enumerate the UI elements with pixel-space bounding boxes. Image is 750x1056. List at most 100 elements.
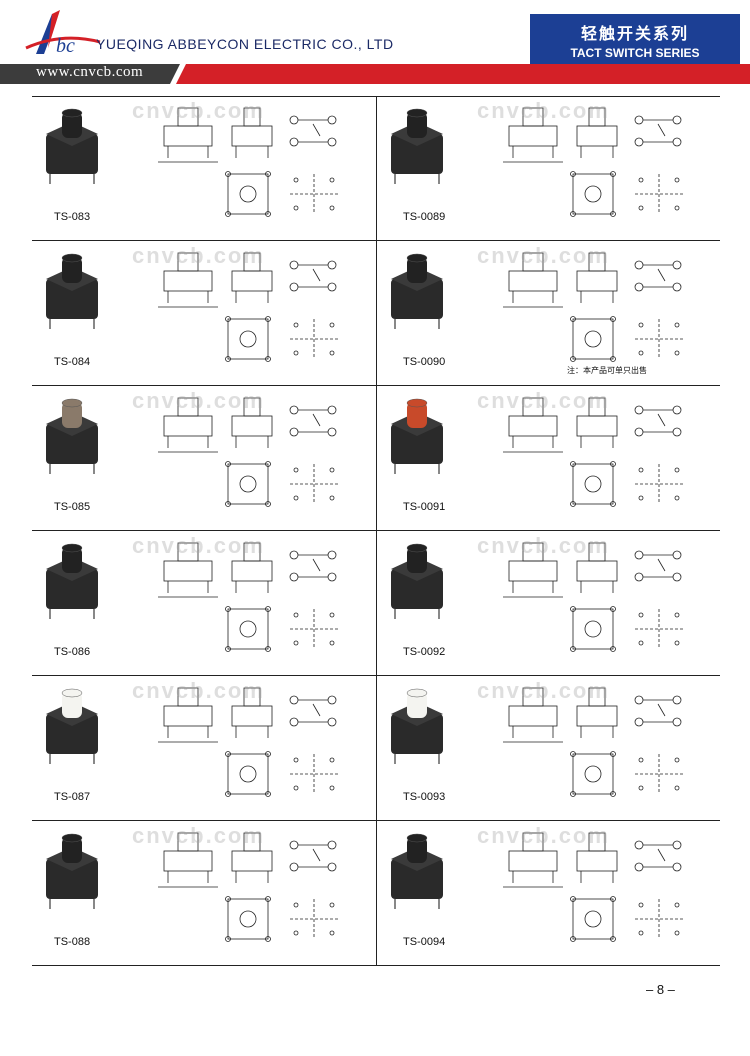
product-model-label: TS-0090 [403, 356, 446, 368]
switch-schematic [289, 840, 337, 872]
switch-photo [391, 688, 443, 764]
watermark: cnvcb.com [477, 98, 610, 123]
watermark: cnvcb.com [132, 98, 265, 123]
switch-schematic [289, 695, 337, 727]
side-view-drawing [503, 687, 618, 743]
side-view-drawing [503, 252, 618, 308]
switch-photo [46, 543, 98, 619]
watermark: cnvcb.com [132, 388, 265, 413]
page-header: bc YUEQING ABBEYCON ELECTRIC CO., LTD 轻触… [0, 0, 750, 88]
abc-logo-icon: bc [25, 10, 101, 57]
product-drawing [391, 397, 683, 507]
watermark: cnvcb.com [132, 533, 265, 558]
website-bar [0, 64, 750, 84]
product-drawing [46, 252, 338, 362]
product-drawing [391, 687, 683, 797]
side-view-drawing [158, 687, 273, 743]
watermark: cnvcb.com [477, 678, 610, 703]
switch-schematic [289, 260, 337, 292]
switch-schematic [289, 550, 337, 582]
side-view-drawing [158, 542, 273, 598]
switch-photo [391, 398, 443, 474]
series-title-en: TACT SWITCH SERIES [570, 46, 700, 60]
switch-photo [46, 253, 98, 329]
pcb-footprint [570, 751, 683, 797]
pcb-footprint [570, 171, 683, 217]
pcb-footprint [570, 896, 683, 942]
switch-photo [46, 108, 98, 184]
product-model-label: TS-0091 [403, 501, 446, 513]
switch-photo [46, 398, 98, 474]
company-name: YUEQING ABBEYCON ELECTRIC CO., LTD [96, 36, 394, 52]
watermark: cnvcb.com [132, 243, 265, 268]
watermark: cnvcb.com [477, 243, 610, 268]
product-drawing [46, 542, 338, 652]
switch-schematic [634, 260, 682, 292]
product-model-label: TS-0092 [403, 646, 446, 658]
watermark: cnvcb.com [132, 823, 265, 848]
series-badge: 轻触开关系列 TACT SWITCH SERIES [530, 14, 740, 66]
product-model-label: TS-084 [54, 356, 91, 368]
product-drawing [46, 832, 338, 942]
svg-text:bc: bc [56, 35, 75, 57]
switch-schematic [289, 405, 337, 437]
side-view-drawing [158, 832, 273, 888]
watermark: cnvcb.com [477, 388, 610, 413]
product-drawing [391, 107, 683, 217]
switch-schematic [289, 115, 337, 147]
product-drawing [391, 542, 683, 652]
side-view-drawing [503, 107, 618, 163]
page-number: – 8 – [646, 982, 675, 997]
switch-photo [391, 543, 443, 619]
switch-schematic [634, 840, 682, 872]
series-title-zh: 轻触开关系列 [580, 26, 689, 43]
side-view-drawing [503, 542, 618, 598]
pcb-footprint [225, 606, 338, 652]
switch-photo [46, 688, 98, 764]
switch-schematic [634, 405, 682, 437]
pcb-footprint [225, 896, 338, 942]
product-drawing [46, 687, 338, 797]
product-note: 注：本产品可单只出售 [567, 366, 647, 375]
switch-photo [391, 108, 443, 184]
switch-photo [391, 253, 443, 329]
watermark: cnvcb.com [477, 533, 610, 558]
pcb-footprint [225, 316, 338, 362]
side-view-drawing [503, 832, 618, 888]
side-view-drawing [158, 397, 273, 453]
pcb-footprint [570, 461, 683, 507]
watermark: cnvcb.com [477, 823, 610, 848]
product-model-label: TS-088 [54, 936, 91, 948]
switch-schematic [634, 695, 682, 727]
side-view-drawing [158, 252, 273, 308]
product-drawing [391, 252, 683, 362]
product-drawing [46, 397, 338, 507]
switch-schematic [634, 115, 682, 147]
product-model-label: TS-085 [54, 501, 91, 513]
website-link[interactable]: www.cnvcb.com [36, 64, 144, 80]
product-model-label: TS-0094 [403, 936, 446, 948]
product-model-label: TS-0093 [403, 791, 446, 803]
switch-photo [46, 833, 98, 909]
switch-schematic [634, 550, 682, 582]
pcb-footprint [225, 461, 338, 507]
pcb-footprint [570, 316, 683, 362]
watermark: cnvcb.com [132, 678, 265, 703]
side-view-drawing [158, 107, 273, 163]
product-model-label: TS-086 [54, 646, 91, 658]
side-view-drawing [503, 397, 618, 453]
product-drawing [391, 832, 683, 942]
pcb-footprint [570, 606, 683, 652]
